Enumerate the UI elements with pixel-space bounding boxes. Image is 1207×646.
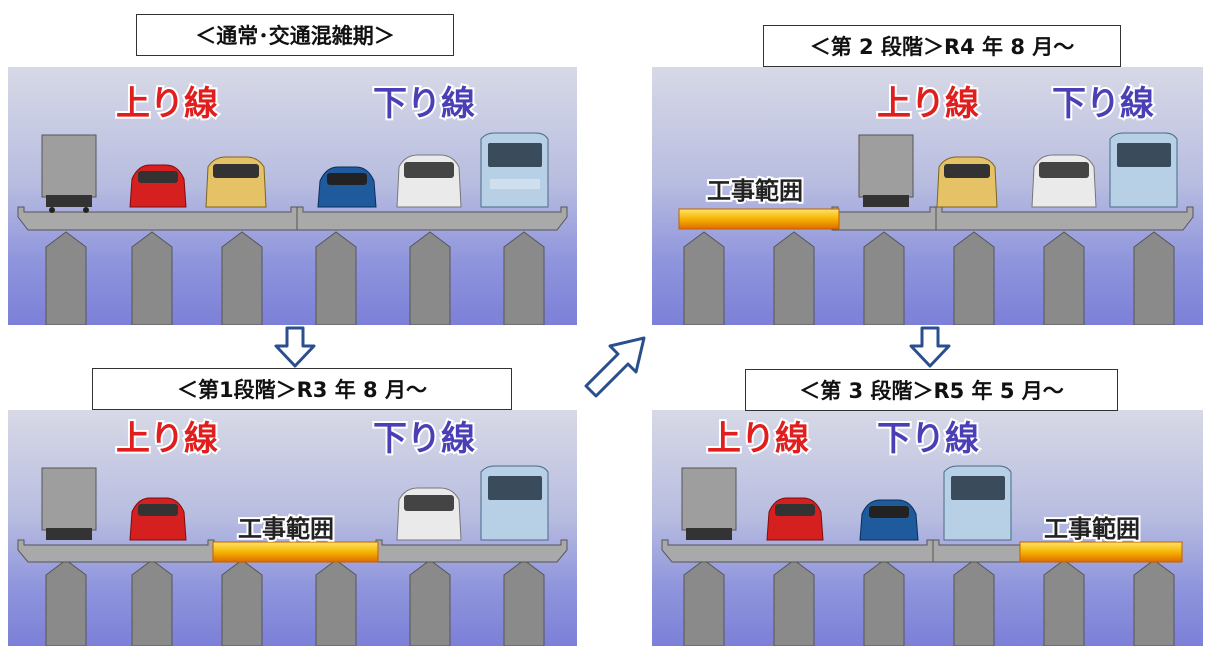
car-blue-icon — [317, 166, 377, 208]
up-line-label: 上り線 — [116, 419, 218, 459]
car-red-icon — [766, 497, 824, 541]
arrow-down-icon — [909, 326, 951, 368]
construction-zone — [1019, 541, 1183, 563]
car-gold-icon — [936, 156, 998, 208]
bridge-diagram-stage3: 上り線 下り線 工事範囲 — [661, 417, 1183, 646]
piers — [683, 559, 1175, 646]
caption-stage1: ＜第1段階＞R3 年 8 月～ — [92, 368, 512, 410]
car-white-icon — [396, 154, 462, 208]
truck-front-icon — [1109, 132, 1178, 208]
piers — [45, 231, 545, 325]
piers — [45, 559, 545, 646]
truck-rear-icon — [41, 134, 97, 213]
bridge-deck — [17, 206, 568, 231]
panel-stage3: 上り線 下り線 工事範囲 — [652, 410, 1203, 646]
caption-stage3: ＜第 3 段階＞R5 年 5 月～ — [745, 369, 1118, 411]
down-line-label: 下り線 — [373, 419, 475, 459]
arrow-down-icon — [274, 326, 316, 368]
car-red-icon — [129, 164, 187, 208]
up-line-label: 上り線 — [877, 84, 979, 124]
truck-rear-icon — [858, 134, 914, 207]
caption-normal: ＜通常･交通混雑期＞ — [136, 14, 454, 56]
panel-stage1: 上り線 下り線 工事範囲 — [8, 410, 577, 646]
car-white-icon — [1031, 154, 1097, 208]
bridge-deck — [661, 539, 1023, 563]
bridge-deck — [831, 206, 1194, 231]
construction-zone — [678, 208, 840, 230]
car-gold-icon — [205, 156, 267, 208]
construction-zone — [212, 541, 379, 563]
bridge-diagram-stage1: 上り線 下り線 工事範囲 — [17, 417, 568, 646]
car-red-icon — [129, 497, 187, 541]
construction-label: 工事範囲 — [707, 177, 803, 205]
truck-front-icon — [943, 465, 1012, 541]
panel-normal: 上り線 下り線 — [8, 67, 577, 325]
down-line-label: 下り線 — [877, 419, 979, 459]
up-line-label: 上り線 — [116, 84, 218, 124]
bridge-deck — [17, 539, 568, 563]
truck-front-icon — [480, 465, 549, 541]
truck-rear-icon — [41, 467, 97, 540]
panel-stage2: 上り線 下り線 工事範囲 — [652, 67, 1203, 325]
bridge-diagram-stage2: 上り線 下り線 工事範囲 — [678, 82, 1194, 325]
down-line-label: 下り線 — [1052, 84, 1154, 124]
construction-label: 工事範囲 — [1044, 515, 1140, 543]
piers — [683, 231, 1175, 325]
down-line-label: 下り線 — [373, 84, 475, 124]
caption-stage2: ＜第 2 段階＞R4 年 8 月～ — [763, 25, 1121, 67]
arrow-diagonal-up-right-icon — [584, 336, 646, 398]
truck-rear-icon — [681, 467, 737, 540]
construction-label: 工事範囲 — [238, 515, 334, 543]
bridge-diagram-normal: 上り線 下り線 — [17, 82, 568, 325]
up-line-label: 上り線 — [707, 419, 809, 459]
truck-front-icon — [480, 132, 549, 208]
car-blue-icon — [859, 499, 919, 541]
car-white-icon — [396, 487, 462, 541]
